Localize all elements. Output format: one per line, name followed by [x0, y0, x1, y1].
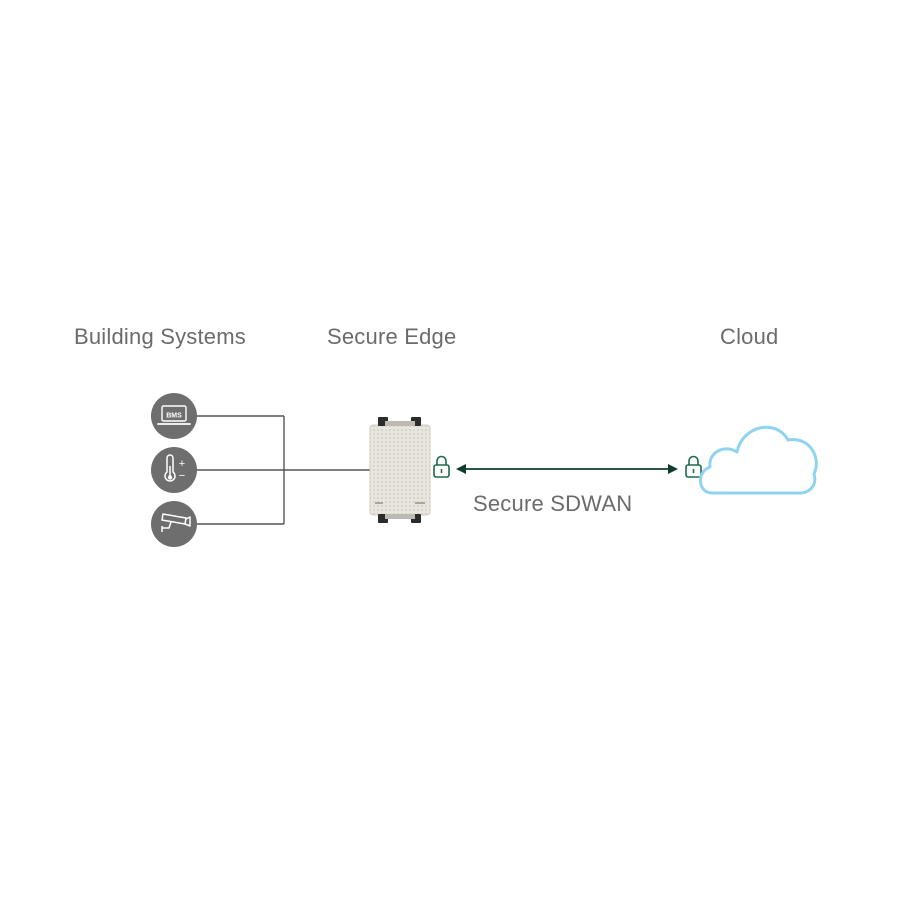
security-camera-icon — [161, 513, 191, 532]
cloud-heading: Cloud — [720, 324, 779, 349]
lock-icon — [685, 455, 702, 478]
thermostat-minus: − — [179, 470, 185, 482]
building-systems-heading: Building Systems — [74, 324, 246, 349]
thermometer-icon — [164, 454, 176, 482]
thermostat-device: + − — [151, 447, 197, 493]
thermostat-plus: + — [179, 458, 185, 470]
edge-gateway-device — [369, 417, 431, 523]
cloud-icon — [699, 425, 818, 495]
bms-device: BMS — [151, 393, 197, 439]
laptop-icon — [157, 405, 191, 425]
bms-badge-text: BMS — [166, 413, 182, 420]
lock-icon — [433, 455, 450, 478]
secure-edge-heading: Secure Edge — [327, 324, 457, 349]
device-wiring — [197, 415, 372, 525]
secure-sdwan-label: Secure SDWAN — [473, 491, 633, 516]
camera-device — [151, 501, 197, 547]
